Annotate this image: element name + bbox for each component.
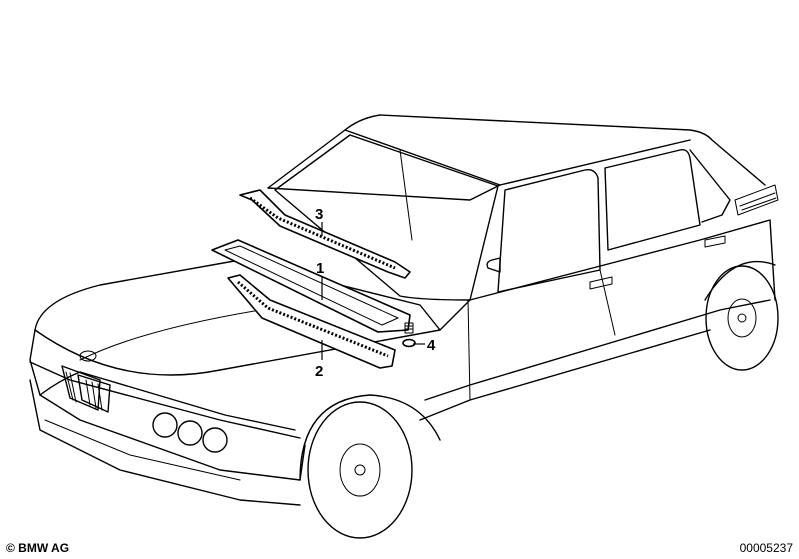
callout-1: 1	[316, 260, 324, 300]
part-3-seal	[239, 189, 411, 279]
car-body	[29, 114, 779, 539]
reference-number: 00005237	[739, 541, 793, 555]
callout-1-label: 1	[316, 260, 324, 277]
callout-4-label: 4	[427, 337, 436, 354]
callout-4: 4	[413, 337, 436, 354]
callout-3-label: 3	[315, 206, 323, 223]
part-4-clip	[402, 322, 416, 348]
callout-3: 3	[315, 206, 323, 236]
copyright-label: © BMW AG	[6, 541, 70, 555]
part-2-strip	[227, 274, 396, 369]
callout-2-label: 2	[315, 363, 323, 380]
callout-2: 2	[315, 340, 323, 380]
